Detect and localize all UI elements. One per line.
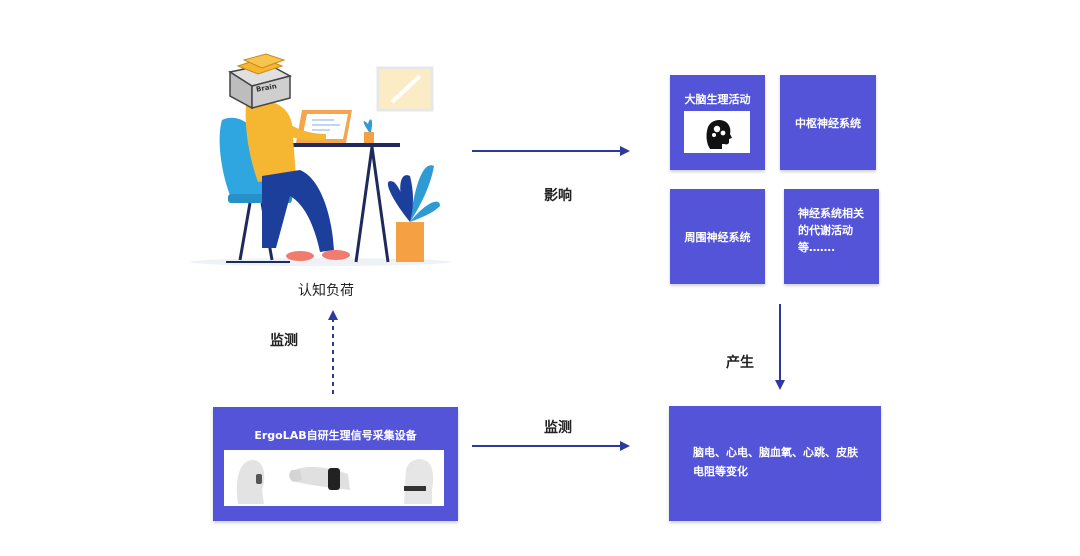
result-box: 脑电、心电、脑血氧、心跳、皮肤电阻等变化 (669, 406, 881, 521)
brain-activity-label: 大脑生理活动 (684, 93, 751, 106)
monitor-label-left: 监测 (270, 333, 298, 349)
metabolic-label: 神经系统相关的代谢活动等……. (798, 207, 864, 254)
brain-activity-box: 大脑生理活动 (670, 75, 765, 170)
wrist-device-image (289, 467, 350, 490)
peripheral-nervous-label: 周围神经系统 (684, 230, 751, 244)
influence-label: 影响 (544, 188, 572, 204)
device-title: ErgoLAB自研生理信号采集设备 (254, 429, 417, 442)
device-box: ErgoLAB自研生理信号采集设备 (213, 407, 458, 521)
device-images-panel (224, 450, 444, 506)
produce-label: 产生 (726, 355, 754, 371)
central-nervous-box: 中枢神经系统 (780, 75, 876, 170)
head-sensor-image (236, 460, 265, 504)
chest-strap-image (404, 459, 434, 504)
central-nervous-label: 中枢神经系统 (795, 116, 861, 130)
result-text: 脑电、心电、脑血氧、心跳、皮肤电阻等变化 (693, 446, 858, 478)
monitor-label-bottom: 监测 (544, 420, 572, 436)
metabolic-box: 神经系统相关的代谢活动等……. (784, 189, 879, 284)
cognitive-load-label: 认知负荷 (298, 283, 354, 299)
brain-head-icon (684, 111, 750, 153)
peripheral-nervous-box: 周围神经系统 (670, 189, 765, 284)
